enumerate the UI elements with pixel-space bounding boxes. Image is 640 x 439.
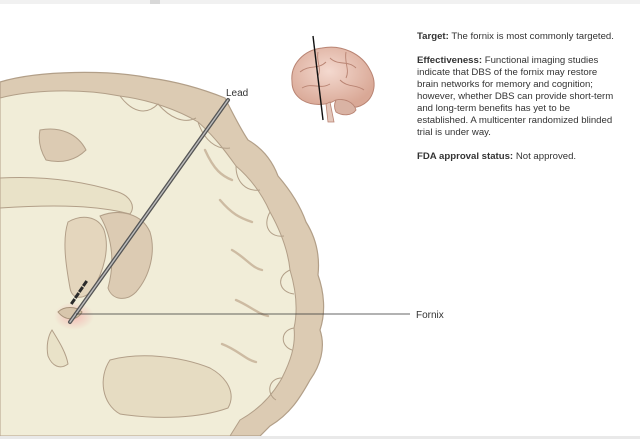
corpus-callosum xyxy=(0,177,133,215)
fornix-label: Fornix xyxy=(416,310,444,321)
fda-text: Not approved. xyxy=(515,151,577,162)
brainstem-icon xyxy=(325,101,335,123)
effectiveness-paragraph: Effectiveness: Functional imaging studie… xyxy=(417,55,617,139)
target-paragraph: Target: The fornix is most commonly targ… xyxy=(417,31,617,43)
dbs-lead-highlight xyxy=(69,99,229,323)
target-text: The fornix is most commonly targeted. xyxy=(451,31,614,42)
lead-label: Lead xyxy=(226,88,248,99)
info-panel: Target: The fornix is most commonly targ… xyxy=(417,31,617,175)
fda-heading: FDA approval status: xyxy=(417,151,514,162)
cerebellum-icon xyxy=(334,99,357,116)
sulci-right xyxy=(203,148,270,364)
top-strip-mark xyxy=(150,0,160,4)
effectiveness-text: Functional imaging studies indicate that… xyxy=(417,55,614,138)
temporal-lobe xyxy=(102,355,232,418)
third-ventricle xyxy=(46,329,69,368)
section-plane-line xyxy=(312,35,324,121)
gyrus-folds-upper xyxy=(119,95,295,401)
effectiveness-heading: Effectiveness: xyxy=(417,55,483,66)
top-strip xyxy=(0,0,640,4)
cingulate-fold xyxy=(38,128,87,163)
lead-electrodes xyxy=(70,280,88,305)
bottom-edge xyxy=(0,436,640,439)
target-heading: Target: xyxy=(417,31,449,42)
small-brain-icon xyxy=(291,35,375,123)
fda-paragraph: FDA approval status: Not approved. xyxy=(417,151,617,163)
